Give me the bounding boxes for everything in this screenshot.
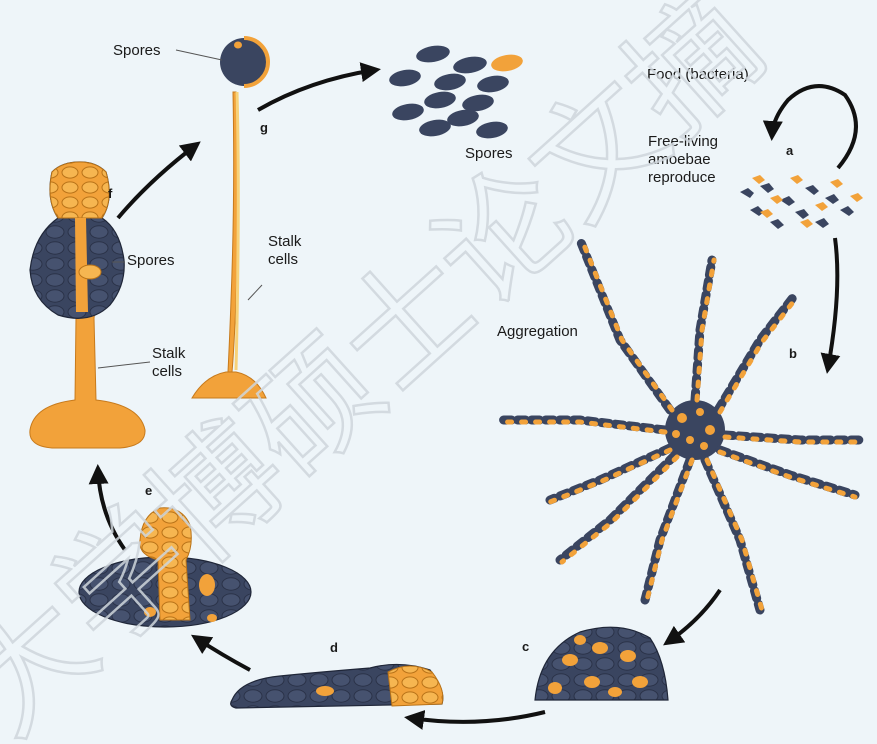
stage-letter-b: b — [789, 346, 797, 361]
stage-letter-g: g — [260, 120, 268, 135]
stage-letter-a: a — [786, 143, 794, 158]
stage-letter-c: c — [522, 639, 529, 654]
label-stalk-g-1: Stalk — [268, 233, 302, 250]
stage-letter-f: f — [108, 186, 113, 201]
label-stalk-f-1: Stalk — [152, 345, 186, 362]
label-spores-f: Spores — [127, 252, 175, 269]
stage-letter-d: d — [330, 640, 338, 655]
label-stalk-g-2: cells — [268, 251, 298, 268]
label-stalk-f-2: cells — [152, 363, 182, 380]
label-spores-top: Spores — [113, 42, 161, 59]
